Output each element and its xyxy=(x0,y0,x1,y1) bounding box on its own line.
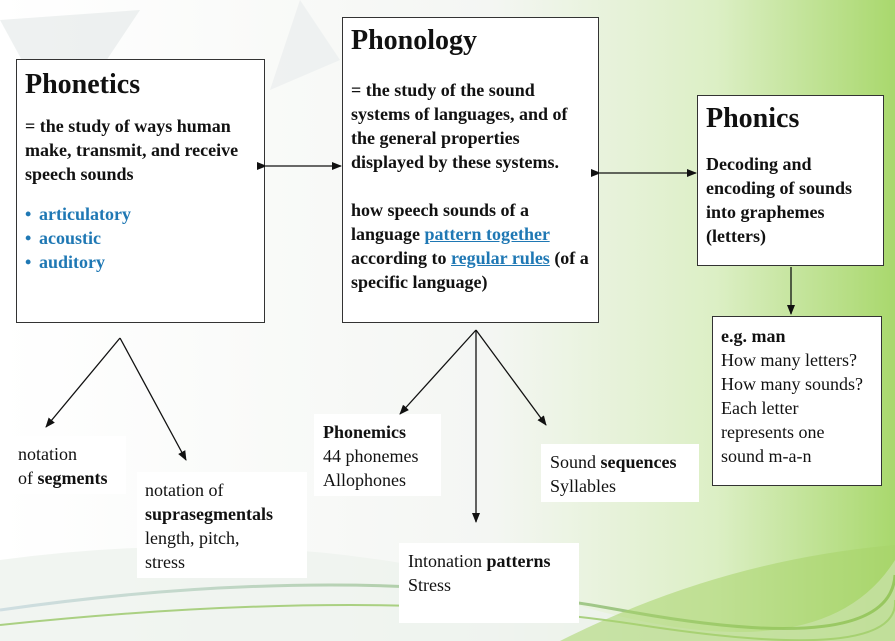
branch-acoustic: acoustic xyxy=(25,226,256,250)
phonology-definition: = the study of the sound systems of lang… xyxy=(351,80,568,172)
example-heading: e.g. man xyxy=(721,326,786,346)
phonetics-box: Phonetics = the study of ways human make… xyxy=(16,59,265,323)
phonics-box: Phonics Decoding and encoding of sounds … xyxy=(697,95,884,266)
phonemics-line-1: 44 phonemes xyxy=(323,446,419,466)
suprasegmentals-bold: suprasegmentals xyxy=(145,504,274,524)
intonation-prefix: Intonation xyxy=(408,551,482,571)
phonology-title: Phonology xyxy=(351,25,478,56)
phonemics-note: Phonemics 44 phonemes Allophones xyxy=(314,414,441,496)
phonics-definition: Decoding and encoding of sounds into gra… xyxy=(706,154,853,246)
regular-rules-link[interactable]: regular rules xyxy=(450,248,550,268)
phonemics-line-2: Allophones xyxy=(323,470,406,490)
example-line-3: Each letter xyxy=(721,398,799,418)
rules-prefix: according to xyxy=(351,248,447,268)
segments-of: of xyxy=(18,468,33,488)
sequences-note: Sound sequences Syllables xyxy=(541,444,699,502)
segments-prefix: notation xyxy=(18,444,77,464)
suprasegmentals-line-1: length, pitch, xyxy=(145,528,240,548)
example-box: e.g. man How many letters? How many soun… xyxy=(712,316,882,486)
rules-suffix: (of a specific language) xyxy=(351,248,589,292)
example-line-4: represents one xyxy=(721,422,825,442)
phonics-title: Phonics xyxy=(706,103,800,134)
example-line-5: sound m-a-n xyxy=(721,446,812,466)
pattern-together-link[interactable]: pattern together xyxy=(424,224,550,244)
phonemics-title: Phonemics xyxy=(323,422,406,442)
intonation-line1: Intonation patterns xyxy=(408,549,570,573)
intonation-bold: patterns xyxy=(486,551,551,571)
suprasegmentals-note: notation of suprasegmentals length, pitc… xyxy=(137,472,307,578)
example-line-1: How many letters? xyxy=(721,350,857,370)
sequences-line1: Sound sequences xyxy=(550,450,690,474)
phonetics-title: Phonetics xyxy=(25,69,141,100)
phonetics-definition: = the study of ways human make, transmit… xyxy=(25,116,239,184)
phonetics-branch-list: articulatory acoustic auditory xyxy=(25,202,256,274)
suprasegmentals-line-2: stress xyxy=(145,552,185,572)
branch-articulatory: articulatory xyxy=(25,202,256,226)
sequences-line2: Syllables xyxy=(550,476,616,496)
pattern-prefix: how speech sounds of a language xyxy=(351,200,530,244)
phonology-box: Phonology = the study of the sound syste… xyxy=(342,17,599,323)
sequences-bold: sequences xyxy=(600,452,677,472)
segments-note: notation of segments xyxy=(8,436,126,494)
segments-bold: segments xyxy=(37,468,108,488)
suprasegmentals-prefix: notation of xyxy=(145,480,224,500)
example-line-2: How many sounds? xyxy=(721,374,863,394)
intonation-line2: Stress xyxy=(408,575,452,595)
segments-line2: of segments xyxy=(18,466,116,490)
branch-auditory: auditory xyxy=(25,250,256,274)
intonation-note: Intonation patterns Stress xyxy=(399,543,579,623)
sequences-prefix: Sound xyxy=(550,452,597,472)
phonology-pattern-text: how speech sounds of a language pattern … xyxy=(351,198,590,294)
